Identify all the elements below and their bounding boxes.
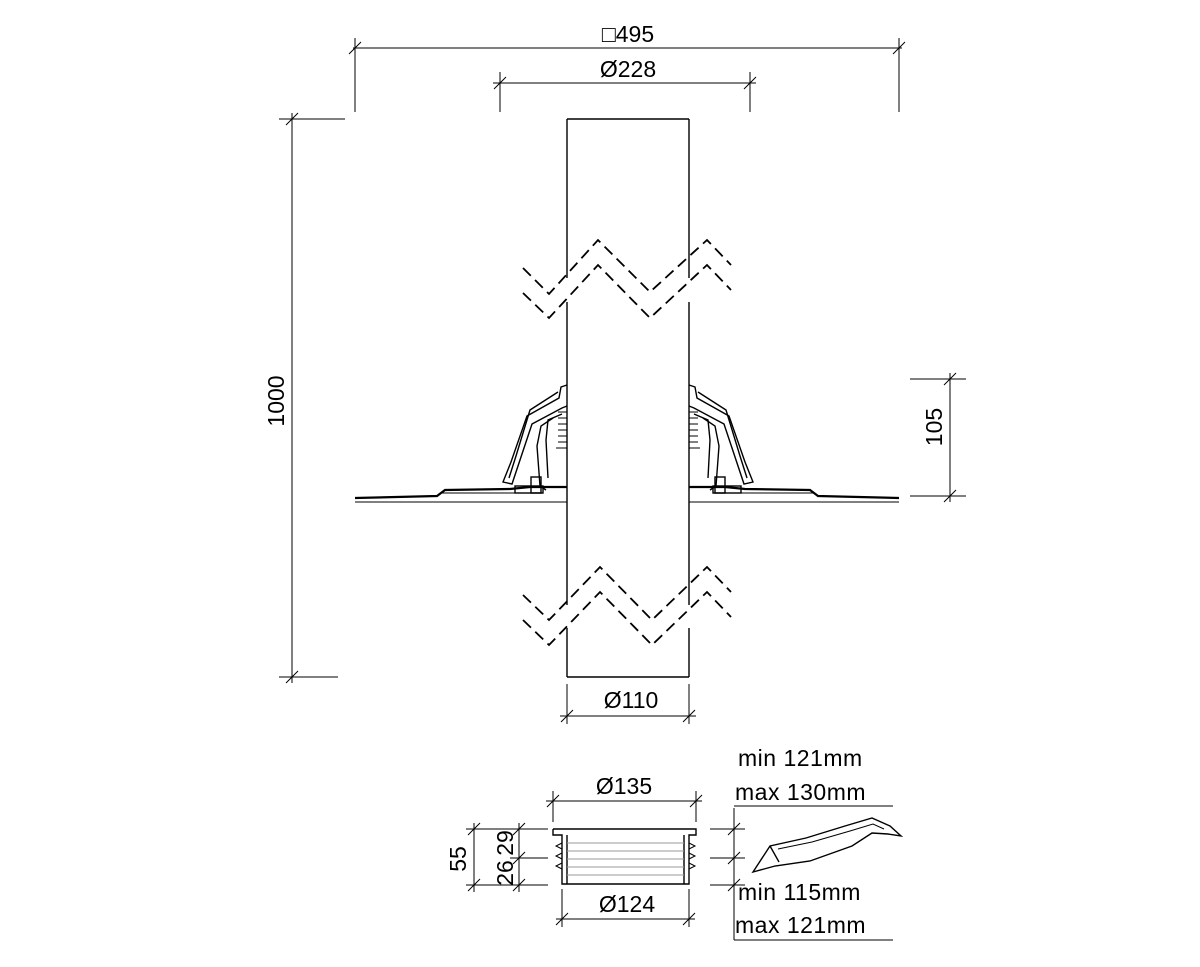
seal-ring [552,828,697,885]
upper-max-note: max 130mm [735,779,866,805]
total-length-label: 1000 [263,375,289,426]
dimension-square-width: □495 [348,21,906,112]
break-line-lower [522,565,732,647]
dimension-collar-height: 105 [910,372,966,503]
vent-pipe [566,118,690,678]
upper-min-note: min 121mm [738,745,863,771]
seal-inner-diameter-label: Ø124 [599,891,655,917]
dimension-pipe-diameter: Ø110 [560,684,696,724]
collar-right [688,384,754,494]
dimension-total-length: 1000 [263,112,345,684]
seal-range-notes: min 121mm max 130mm min 115mm max 121mm [735,745,866,938]
seal-height-label: 55 [445,846,471,872]
seal-part-a-label: 26 [492,860,518,886]
dimension-flange-diameter: Ø228 [493,56,757,112]
break-line-upper [522,238,732,320]
lower-max-note: max 121mm [735,912,866,938]
flashing-plate [354,485,900,503]
seal-leader-ticks [710,805,893,941]
dimension-seal-outer: Ø135 [546,773,703,822]
seal-part-b-label: 29 [492,830,518,856]
flange-diameter-label: Ø228 [600,56,656,82]
dimension-seal-inner: Ø124 [555,889,696,927]
collar-left [502,384,568,494]
pipe-diameter-label: Ø110 [604,687,659,713]
seal-outer-diameter-label: Ø135 [596,773,652,799]
lower-min-note: min 115mm [738,879,861,905]
lip-seal-profile [751,817,904,874]
collar-height-label: 105 [921,408,947,446]
square-width-label: □495 [602,21,654,47]
dimension-seal-heights: 55 26 29 [445,822,548,892]
